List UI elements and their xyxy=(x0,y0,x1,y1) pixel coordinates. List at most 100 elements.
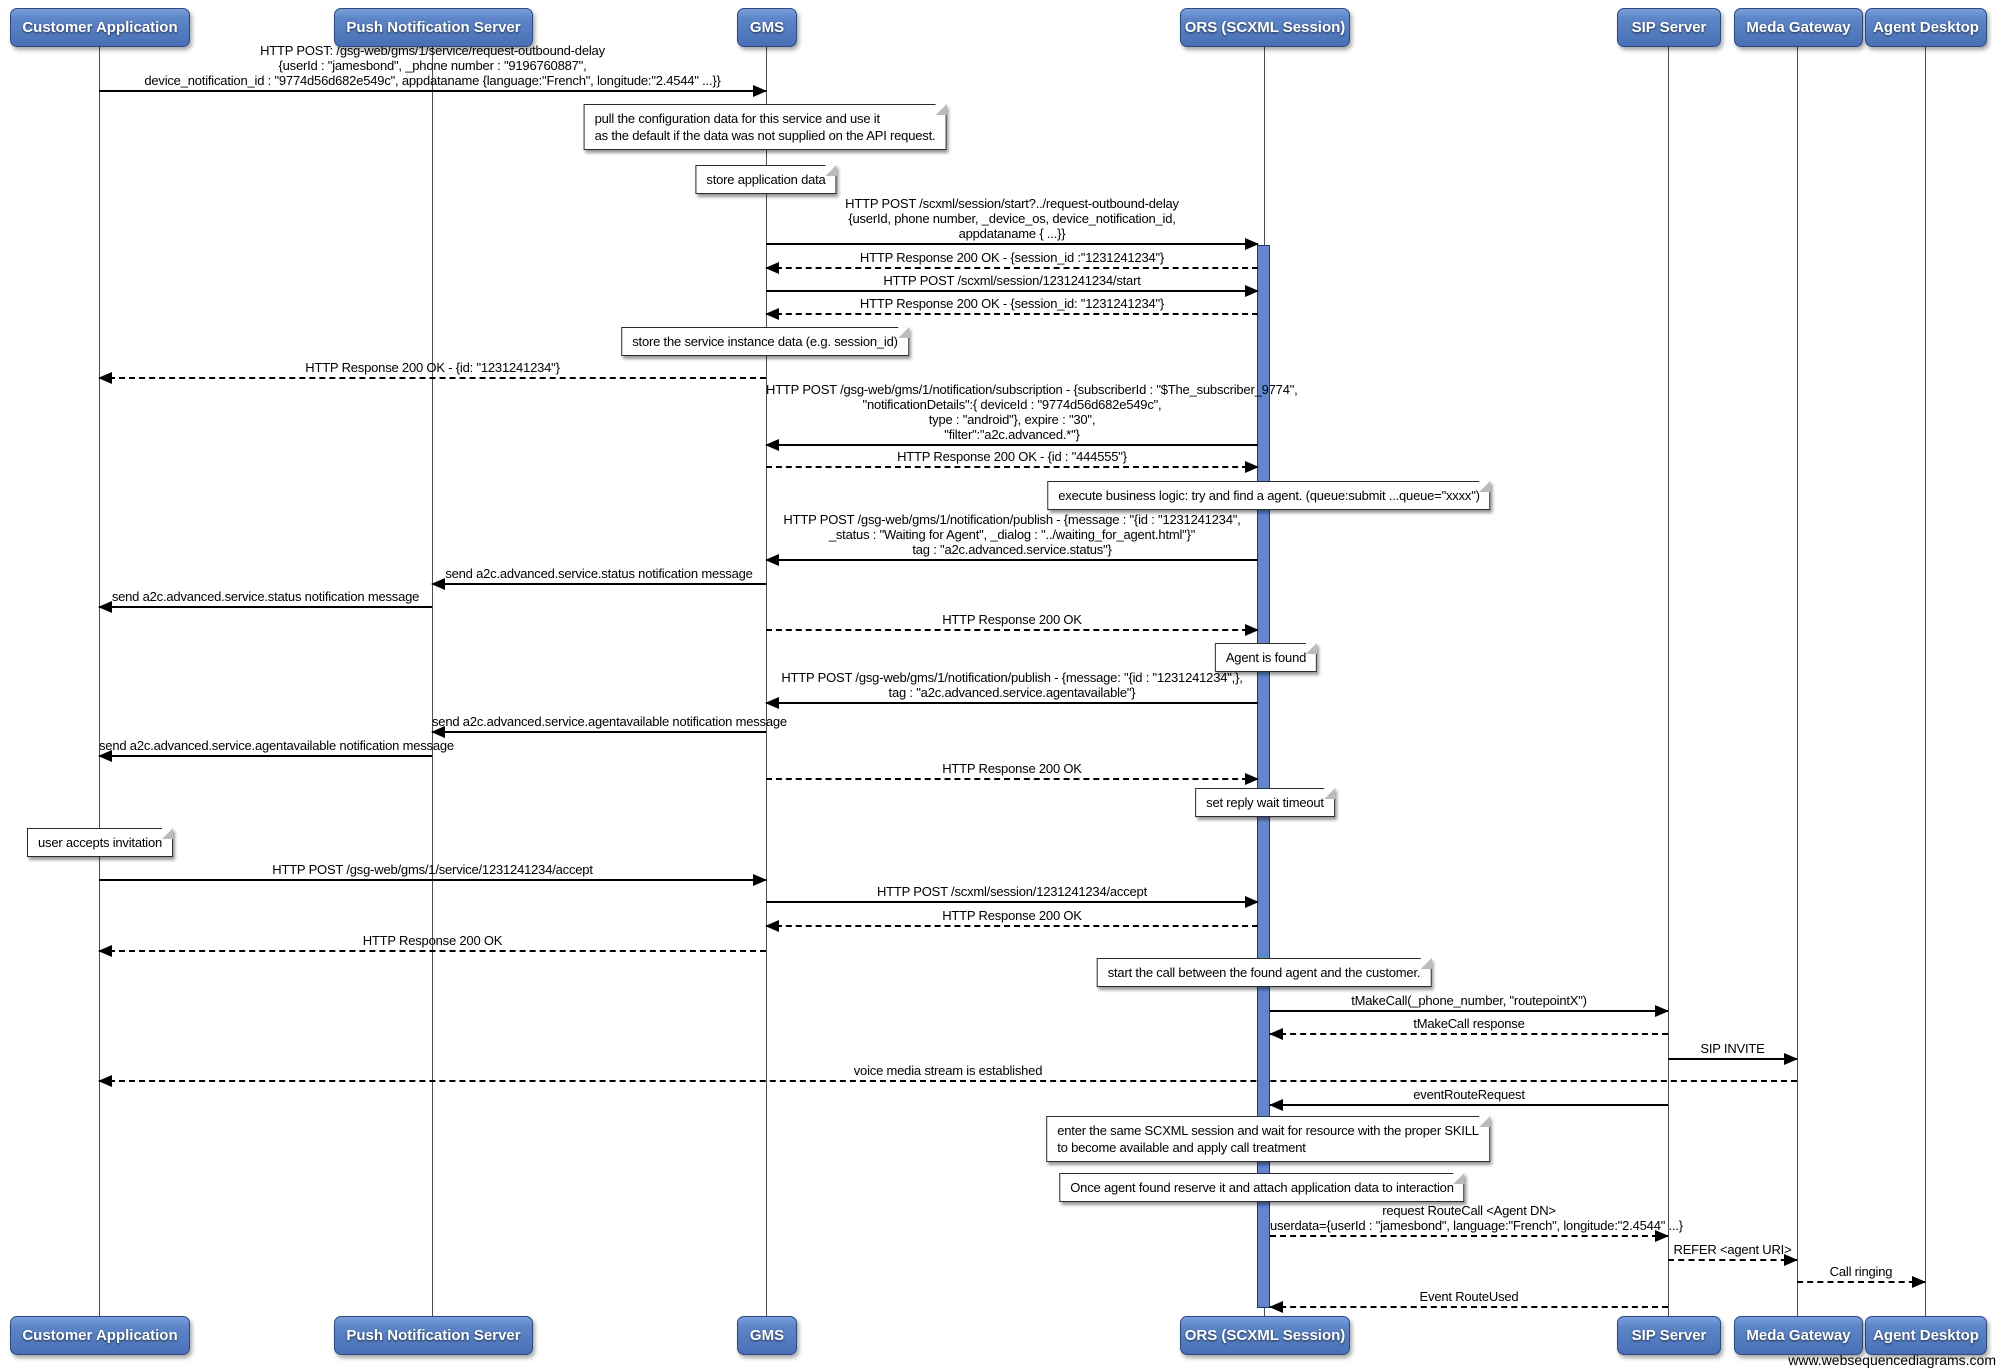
message-label: send a2c.advanced.service.status notific… xyxy=(445,566,753,581)
note-user-accepts-invitation: user accepts invitation xyxy=(26,828,174,857)
message-label: HTTP Response 200 OK - {id: "1231241234"… xyxy=(305,360,560,375)
arrowhead-icon xyxy=(765,920,779,932)
message-line xyxy=(1668,1053,1798,1065)
arrowhead-icon xyxy=(431,726,445,738)
message-line xyxy=(765,439,1258,451)
arrowhead-icon xyxy=(98,601,112,613)
message-line xyxy=(1269,1301,1668,1313)
arrowhead-icon xyxy=(1269,1099,1283,1111)
message-line xyxy=(98,372,766,384)
message-event-routeused: Event RouteUsed xyxy=(1269,1289,1668,1313)
message-line xyxy=(431,726,766,738)
message-label: HTTP POST /scxml/session/1231241234/acce… xyxy=(876,884,1148,899)
message-response-id: HTTP Response 200 OK - {id: "1231241234"… xyxy=(98,360,766,384)
arrowhead-icon xyxy=(1245,461,1259,473)
message-line xyxy=(98,945,766,957)
actor-bottom-meda-gateway: Meda Gateway xyxy=(1734,1316,1863,1355)
actor-top-push-notification-server: Push Notification Server xyxy=(334,8,533,47)
message-response-200-ok-4: HTTP Response 200 OK xyxy=(98,933,766,957)
message-label: HTTP POST /gsg-web/gms/1/service/1231241… xyxy=(272,862,593,877)
actor-top-customer-application: Customer Application xyxy=(10,8,190,47)
message-line xyxy=(1797,1276,1926,1288)
message-label: request RouteCall <Agent DN> userdata={u… xyxy=(1270,1203,1683,1233)
message-label: SIP INVITE xyxy=(1700,1041,1765,1056)
message-label: tMakeCall response xyxy=(1413,1016,1525,1031)
message-label: HTTP Response 200 OK xyxy=(362,933,503,948)
message-label: HTTP POST /gsg-web/gms/1/notification/pu… xyxy=(783,512,1241,557)
arrowhead-icon xyxy=(1912,1276,1926,1288)
message-line xyxy=(1270,1230,1669,1242)
message-line xyxy=(431,578,766,590)
message-line xyxy=(1668,1254,1798,1266)
arrowhead-icon xyxy=(765,554,779,566)
arrowhead-icon xyxy=(1269,1028,1283,1040)
actor-bottom-ors: ORS (SCXML Session) xyxy=(1180,1316,1350,1355)
message-label: Call ringing xyxy=(1829,1264,1893,1279)
arrowhead-icon xyxy=(1245,773,1259,785)
message-send-status-notification-1: send a2c.advanced.service.status notific… xyxy=(431,566,766,590)
message-line xyxy=(766,896,1259,908)
actor-top-ors: ORS (SCXML Session) xyxy=(1180,8,1350,47)
message-voice-media-stream: voice media stream is established xyxy=(98,1063,1797,1087)
message-line xyxy=(765,308,1258,320)
note-store-service-instance: store the service instance data (e.g. se… xyxy=(621,327,909,356)
message-send-agentavailable-notification-1: send a2c.advanced.service.agentavailable… xyxy=(431,714,787,738)
message-line xyxy=(99,874,767,886)
actor-top-agent-desktop: Agent Desktop xyxy=(1865,8,1987,47)
message-line xyxy=(765,554,1258,566)
arrowhead-icon xyxy=(98,750,112,762)
arrowhead-icon xyxy=(1784,1053,1798,1065)
message-send-status-notification-2: send a2c.advanced.service.status notific… xyxy=(98,589,432,613)
actor-bottom-customer-application: Customer Application xyxy=(10,1316,190,1355)
message-response-session-id-1: HTTP Response 200 OK - {session_id :"123… xyxy=(765,250,1258,274)
message-response-200-ok-1: HTTP Response 200 OK xyxy=(766,612,1259,636)
message-label: HTTP Response 200 OK - {session_id: "123… xyxy=(859,296,1165,311)
actor-bottom-push-notification-server: Push Notification Server xyxy=(334,1316,533,1355)
message-service-accept: HTTP POST /gsg-web/gms/1/service/1231241… xyxy=(99,862,767,886)
message-label: send a2c.advanced.service.status notific… xyxy=(111,589,420,604)
message-tmakecall: tMakeCall(_phone_number, "routepointX") xyxy=(1270,993,1669,1017)
message-line xyxy=(766,773,1259,785)
arrowhead-icon xyxy=(1245,624,1259,636)
message-sip-invite: SIP INVITE xyxy=(1668,1041,1798,1065)
message-label: HTTP Response 200 OK - {session_id :"123… xyxy=(859,250,1165,265)
note-set-reply-wait-timeout: set reply wait timeout xyxy=(1195,788,1335,817)
message-response-session-id-2: HTTP Response 200 OK - {session_id: "123… xyxy=(765,296,1258,320)
message-line xyxy=(1269,1099,1668,1111)
message-label: HTTP Response 200 OK xyxy=(942,761,1082,776)
arrowhead-icon xyxy=(753,874,767,886)
arrowhead-icon xyxy=(765,697,779,709)
message-label: HTTP Response 200 OK xyxy=(942,908,1082,923)
message-request-outbound-delay: HTTP POST: /gsg-web/gms/1/service/reques… xyxy=(99,43,767,97)
arrowhead-icon xyxy=(98,372,112,384)
message-label: HTTP POST: /gsg-web/gms/1/service/reques… xyxy=(144,43,721,88)
note-agent-is-found: Agent is found xyxy=(1214,643,1318,672)
actor-top-sip-server: SIP Server xyxy=(1617,8,1721,47)
message-publish-status: HTTP POST /gsg-web/gms/1/notification/pu… xyxy=(765,512,1258,566)
message-eventrouterequest: eventRouteRequest xyxy=(1269,1087,1668,1111)
arrowhead-icon xyxy=(765,439,779,451)
arrowhead-icon xyxy=(765,308,779,320)
message-refer-agent-uri: REFER <agent URI> xyxy=(1668,1242,1798,1266)
message-line xyxy=(1270,1005,1669,1017)
note-once-agent-found: Once agent found reserve it and attach a… xyxy=(1059,1173,1466,1202)
lifeline-push-notification-server xyxy=(432,45,433,1316)
actor-bottom-agent-desktop: Agent Desktop xyxy=(1865,1316,1987,1355)
message-line xyxy=(98,1075,1797,1087)
arrowhead-icon xyxy=(765,262,779,274)
message-label: Event RouteUsed xyxy=(1419,1289,1519,1304)
message-request-routecall: request RouteCall <Agent DN> userdata={u… xyxy=(1270,1203,1683,1242)
message-line xyxy=(1269,1028,1668,1040)
message-line xyxy=(765,697,1258,709)
message-call-ringing: Call ringing xyxy=(1797,1264,1926,1288)
watermark: www.websequencediagrams.com xyxy=(1788,1352,1996,1368)
message-session-accept: HTTP POST /scxml/session/1231241234/acce… xyxy=(766,884,1259,908)
arrowhead-icon xyxy=(1245,896,1259,908)
arrowhead-icon xyxy=(1655,1230,1669,1242)
actor-top-meda-gateway: Meda Gateway xyxy=(1734,8,1863,47)
actor-top-gms: GMS xyxy=(737,8,797,47)
message-send-agentavailable-notification-2: send a2c.advanced.service.agentavailable… xyxy=(98,738,454,762)
arrowhead-icon xyxy=(98,945,112,957)
actor-bottom-sip-server: SIP Server xyxy=(1617,1316,1721,1355)
message-publish-agentavailable: HTTP POST /gsg-web/gms/1/notification/pu… xyxy=(765,670,1258,709)
